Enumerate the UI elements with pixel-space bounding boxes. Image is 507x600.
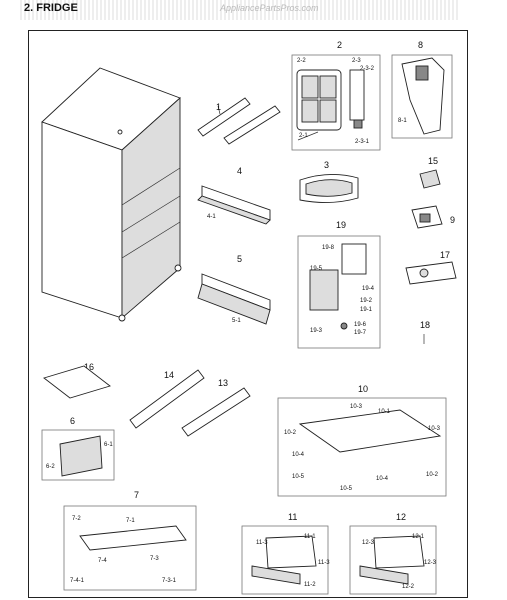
callout-4-1: 4-1 xyxy=(207,214,216,220)
callout-10-5a: 10-5 xyxy=(292,474,305,480)
callout-2-3-1: 2-3-1 xyxy=(355,139,370,145)
section-banner: 2. FRIDGE AppliancePartsPros.com xyxy=(20,0,460,20)
callout-16: 16 xyxy=(84,362,94,372)
callout-10: 10 xyxy=(358,384,368,394)
callout-12: 12 xyxy=(396,512,406,522)
callout-19-3: 19-3 xyxy=(310,328,323,334)
watermark: AppliancePartsPros.com xyxy=(220,3,319,13)
diagram-frame xyxy=(28,30,468,598)
part-1-brackets: 1 xyxy=(197,97,281,145)
callout-14: 14 xyxy=(164,370,174,380)
callout-2: 2 xyxy=(337,40,342,50)
callout-10-3a: 10-3 xyxy=(350,404,363,410)
callout-10-4a: 10-4 xyxy=(292,452,305,458)
callout-11-2: 11-2 xyxy=(304,582,316,588)
callout-7-4-1: 7-4-1 xyxy=(70,578,85,584)
callout-2-1: 2-1 xyxy=(299,133,308,139)
callout-18: 18 xyxy=(420,320,430,330)
callout-7: 7 xyxy=(134,490,139,500)
callout-6-2: 6-2 xyxy=(46,464,55,470)
fridge-cabinet xyxy=(41,67,182,322)
callout-9: 9 xyxy=(450,215,455,225)
part-6-shelf: 6 6-1 6-2 xyxy=(41,416,115,481)
part-5-rail: 5 5-1 xyxy=(197,254,271,325)
callout-2-2: 2-2 xyxy=(297,58,306,64)
callout-11-3a: 11-3 xyxy=(256,540,268,546)
callout-7-1: 7-1 xyxy=(126,518,135,524)
callout-19-7: 19-7 xyxy=(354,330,367,336)
callout-1: 1 xyxy=(216,102,221,112)
callout-7-4: 7-4 xyxy=(98,558,107,564)
callout-5-1: 5-1 xyxy=(232,318,241,324)
callout-4: 4 xyxy=(237,166,242,176)
callout-2-3-2: 2-3-2 xyxy=(360,66,375,72)
callout-6-1: 6-1 xyxy=(104,442,113,448)
part-12-drawer: 12 12-3 12-1 12-3 12-2 xyxy=(349,512,437,595)
part-10-crisper-cover: 10 10-3 10-1 10-2 10-3 10-4 10-5 10-4 10… xyxy=(277,384,447,497)
part-13-rail: 13 xyxy=(181,378,251,437)
callout-12-3a: 12-3 xyxy=(362,540,375,546)
callout-11: 11 xyxy=(288,512,297,522)
callout-12-1: 12-1 xyxy=(412,534,425,540)
callout-19-1: 19-1 xyxy=(360,307,373,313)
callout-10-4b: 10-4 xyxy=(376,476,389,482)
callout-15: 15 xyxy=(428,156,438,166)
callout-19-4: 19-4 xyxy=(362,286,375,292)
part-4-rail: 4 4-1 xyxy=(197,166,271,225)
part-9-hinge: 9 xyxy=(411,205,455,229)
part-14-rail: 14 xyxy=(129,369,205,429)
callout-19-5: 19-5 xyxy=(310,266,323,272)
callout-8: 8 xyxy=(418,40,423,50)
callout-3: 3 xyxy=(324,160,329,170)
part-16-shelf: 16 xyxy=(43,362,111,399)
callout-7-3-1: 7-3-1 xyxy=(162,578,177,584)
callout-12-3b: 12-3 xyxy=(424,560,437,566)
callout-6: 6 xyxy=(70,416,75,426)
callout-7-2: 7-2 xyxy=(72,516,81,522)
callout-13: 13 xyxy=(218,378,228,388)
callout-7-3: 7-3 xyxy=(150,556,159,562)
callout-10-1: 10-1 xyxy=(378,409,391,415)
part-17-bracket: 17 xyxy=(405,250,457,285)
callout-11-1: 11-1 xyxy=(304,534,316,540)
callout-11-3b: 11-3 xyxy=(318,560,330,566)
callout-19-2: 19-2 xyxy=(360,298,373,304)
callout-19: 19 xyxy=(336,220,346,230)
callout-12-2: 12-2 xyxy=(402,584,415,590)
callout-19-6: 19-6 xyxy=(354,322,367,328)
part-15-clip: 15 xyxy=(419,156,441,189)
part-2-group-box xyxy=(291,54,381,151)
callout-10-2a: 10-2 xyxy=(284,430,297,436)
callout-8-1: 8-1 xyxy=(398,118,407,124)
part-18-screw: 18 xyxy=(420,320,430,344)
callout-17: 17 xyxy=(440,250,450,260)
part-19-fan-assembly: 19 19-8 19-5 19-4 19-2 19-1 19-3 19-6 19… xyxy=(297,220,381,349)
part-7-shelf-assembly: 7 7-2 7-1 7-4 7-3 7-4-1 7-3-1 xyxy=(63,490,197,591)
callout-19-8: 19-8 xyxy=(322,245,335,251)
callout-10-3b: 10-3 xyxy=(428,426,441,432)
callout-10-5b: 10-5 xyxy=(340,486,353,492)
part-8-dispenser: 8 8-1 xyxy=(391,40,453,139)
section-title: 2. FRIDGE xyxy=(24,2,78,14)
part-3-cover: 3 xyxy=(299,160,359,203)
callout-10-2b: 10-2 xyxy=(426,472,439,478)
part-11-drawer: 11 11-3 11-1 11-3 11-2 xyxy=(241,512,330,595)
callout-2-3: 2-3 xyxy=(352,58,361,64)
callout-5: 5 xyxy=(237,254,242,264)
part-2-panel: 2 2-2 2-3 2-3-2 2-1 2-3-1 xyxy=(296,40,375,145)
